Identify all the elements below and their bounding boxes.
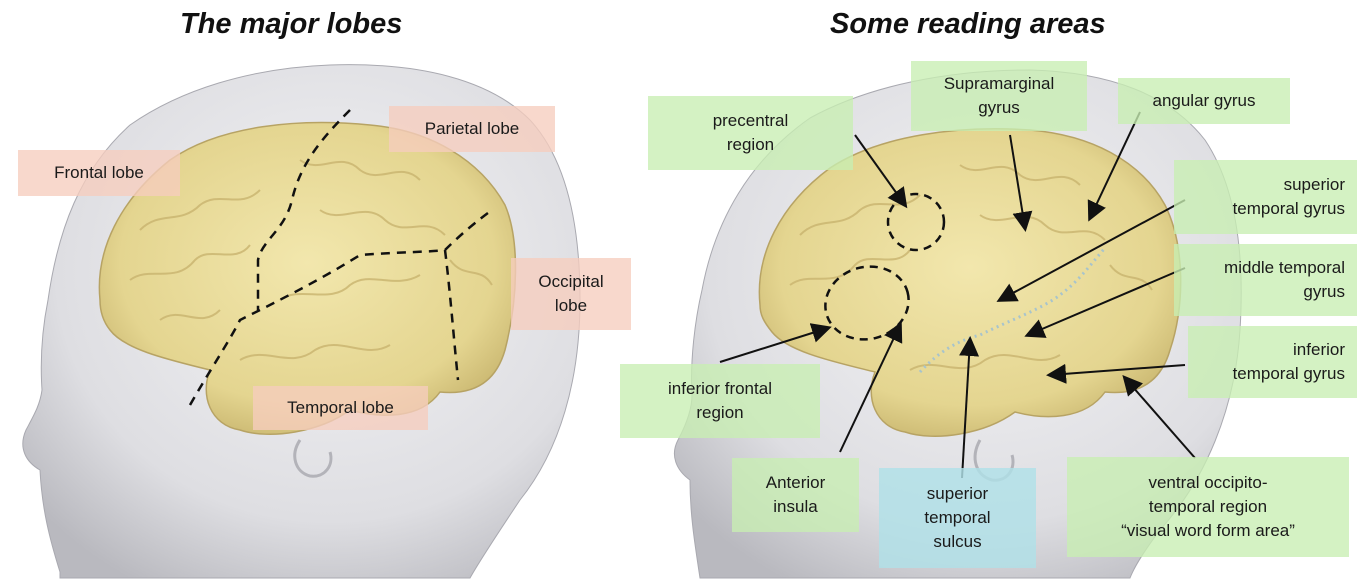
anterior-insula-label: Anterior insula	[732, 458, 859, 532]
supramarginal-gyrus-label: Supramarginal gyrus	[911, 61, 1087, 131]
ventral-occipito-temporal-label: ventral occipito- temporal region “visua…	[1067, 457, 1349, 557]
left-panel-title: The major lobes	[180, 8, 402, 41]
superior-temporal-gyrus-label: superior temporal gyrus	[1174, 160, 1357, 234]
temporal-lobe-label: Temporal lobe	[253, 386, 428, 430]
superior-temporal-sulcus-label: superior temporal sulcus	[879, 468, 1036, 568]
inferior-frontal-region-label: inferior frontal region	[620, 364, 820, 438]
major-lobes-panel: The major lobes Frontal lobe Parietal lo…	[0, 0, 640, 580]
middle-temporal-gyrus-label: middle temporal gyrus	[1174, 244, 1357, 316]
precentral-region-label: precentral region	[648, 96, 853, 170]
right-panel-title: Some reading areas	[830, 8, 1106, 41]
angular-gyrus-label: angular gyrus	[1118, 78, 1290, 124]
occipital-lobe-label: Occipital lobe	[511, 258, 631, 330]
reading-areas-panel: Some reading areas precentral region Sup…	[640, 0, 1359, 580]
frontal-lobe-label: Frontal lobe	[18, 150, 180, 196]
parietal-lobe-label: Parietal lobe	[389, 106, 555, 152]
inferior-temporal-gyrus-label: inferior temporal gyrus	[1188, 326, 1357, 398]
